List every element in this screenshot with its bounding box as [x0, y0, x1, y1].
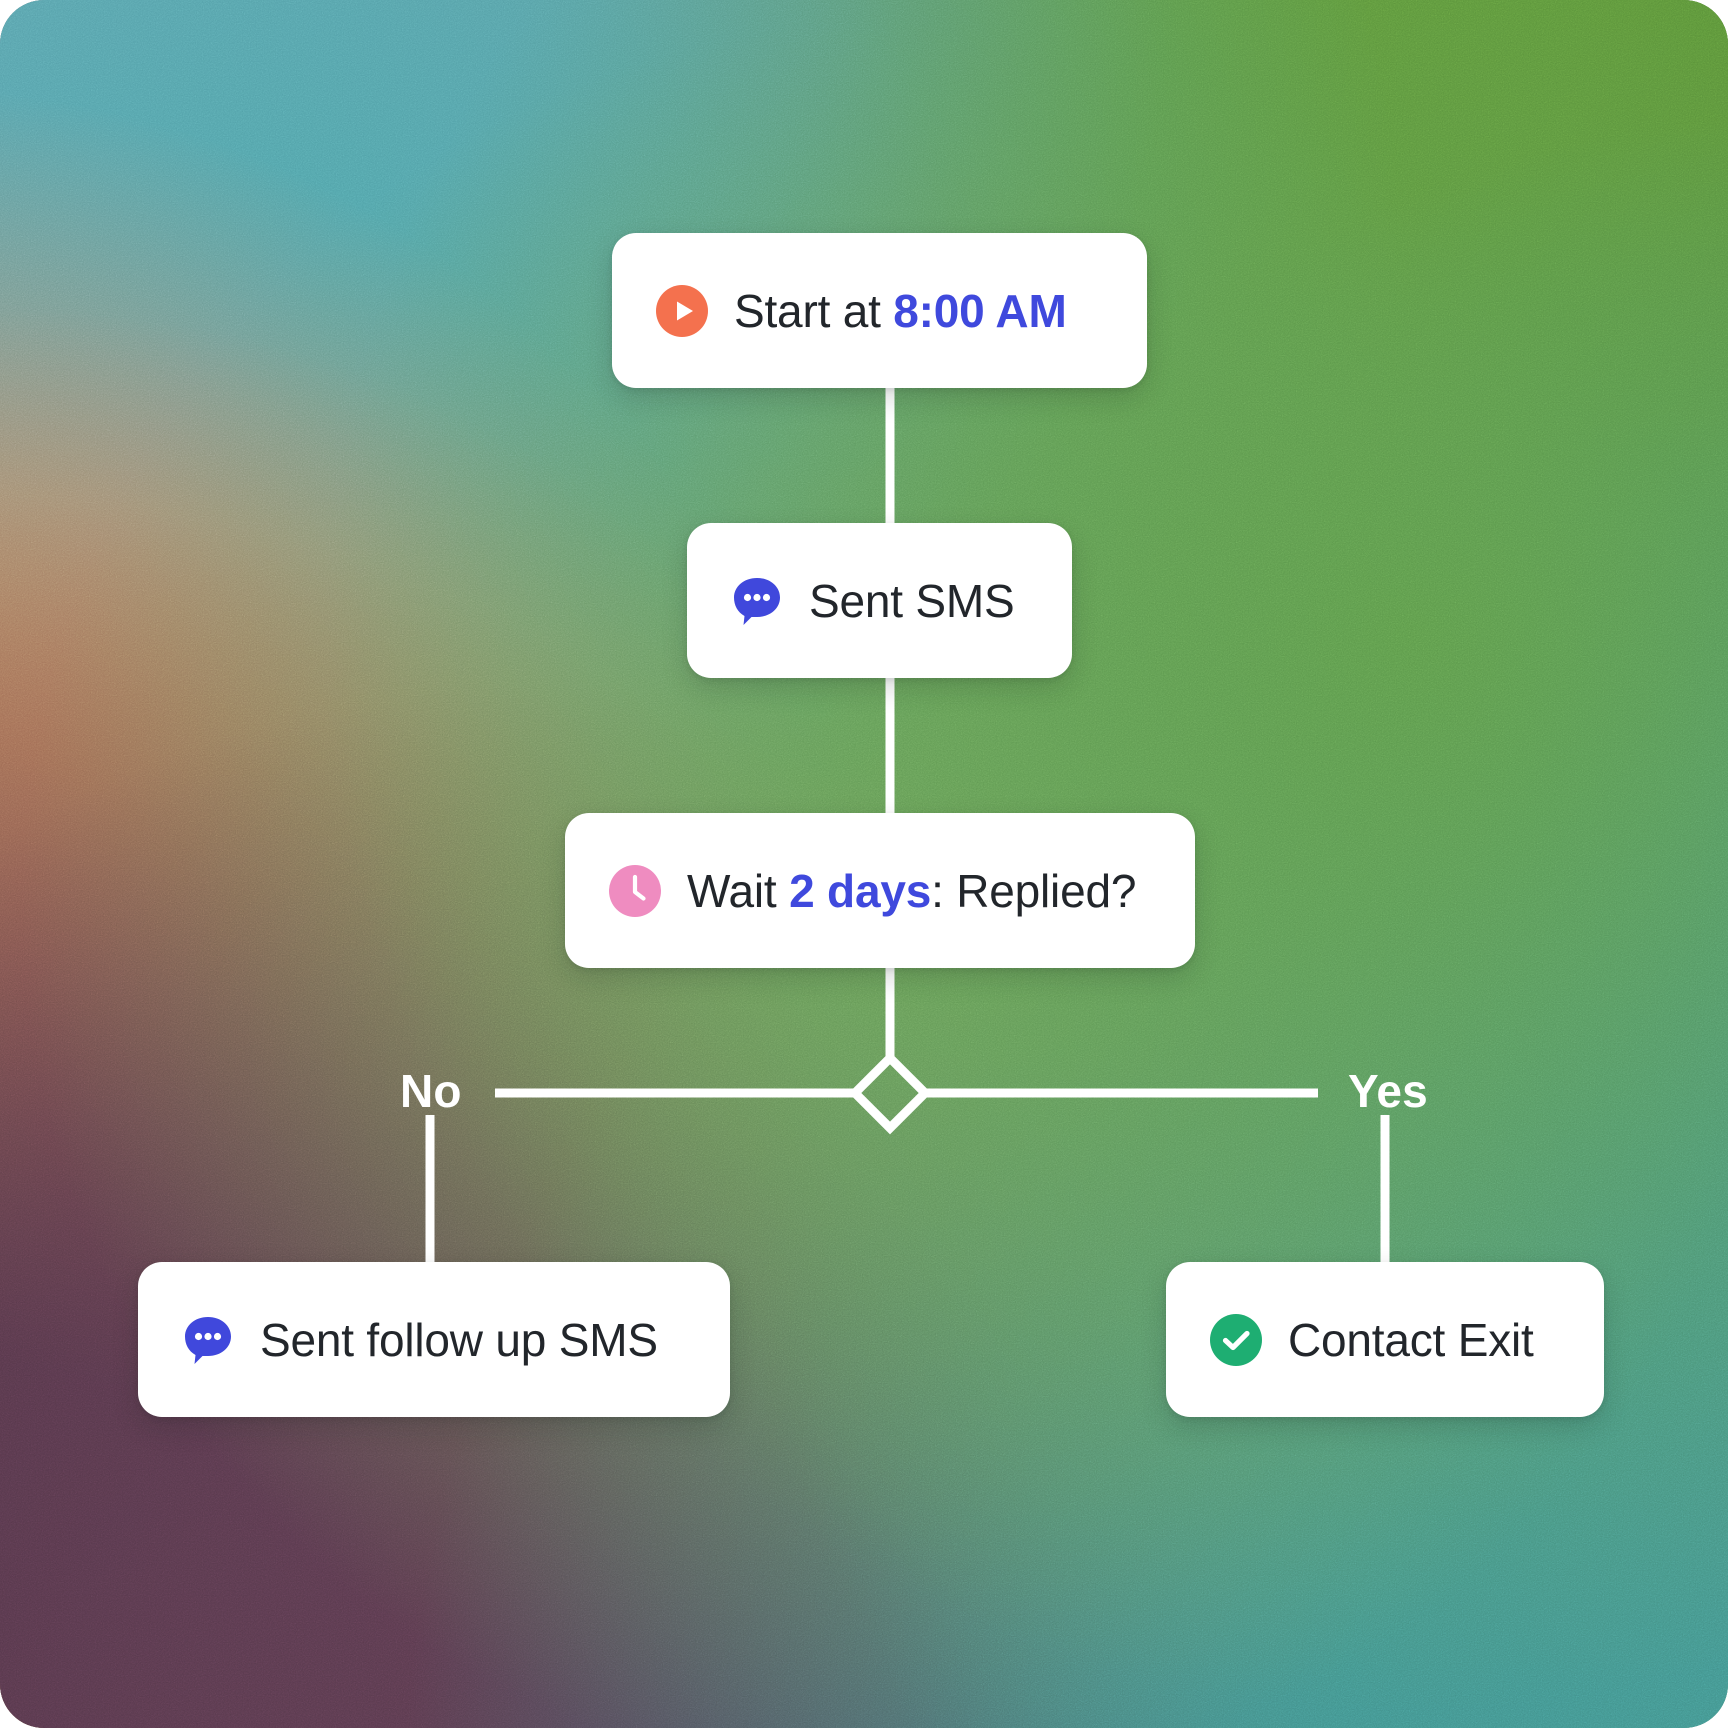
node-start-prefix: Start at	[734, 284, 894, 337]
sms-bubble-icon	[182, 1314, 234, 1366]
sms-bubble-icon	[731, 575, 783, 627]
node-sent-follow-up-sms[interactable]: Sent follow up SMS	[138, 1262, 730, 1417]
node-wait-suffix: : Replied?	[931, 864, 1137, 917]
node-wait-label: Wait 2 days: Replied?	[687, 868, 1136, 914]
node-start-highlight: 8:00 AM	[893, 284, 1067, 337]
node-sent-sms-prefix: Sent SMS	[809, 574, 1015, 627]
node-sent-sms-label: Sent SMS	[809, 578, 1015, 624]
decision-diamond	[848, 1051, 932, 1135]
branch-label-yes: Yes	[1348, 1065, 1428, 1117]
node-followup-prefix: Sent follow up SMS	[260, 1313, 658, 1366]
node-wait-highlight: 2 days	[789, 864, 932, 917]
node-exit-prefix: Contact Exit	[1288, 1313, 1534, 1366]
branch-label-no: No	[400, 1065, 462, 1117]
clock-icon	[609, 864, 661, 917]
node-sent-follow-up-sms-label: Sent follow up SMS	[260, 1317, 658, 1363]
node-contact-exit[interactable]: Contact Exit	[1166, 1262, 1604, 1417]
node-wait-prefix: Wait	[687, 864, 790, 917]
node-sent-sms[interactable]: Sent SMS	[687, 523, 1072, 678]
node-start-label: Start at 8:00 AM	[734, 288, 1067, 334]
node-start[interactable]: Start at 8:00 AM	[612, 233, 1147, 388]
node-wait[interactable]: Wait 2 days: Replied?	[565, 813, 1195, 968]
check-circle-icon	[1210, 1313, 1262, 1366]
node-contact-exit-label: Contact Exit	[1288, 1317, 1534, 1363]
play-icon	[656, 284, 708, 337]
